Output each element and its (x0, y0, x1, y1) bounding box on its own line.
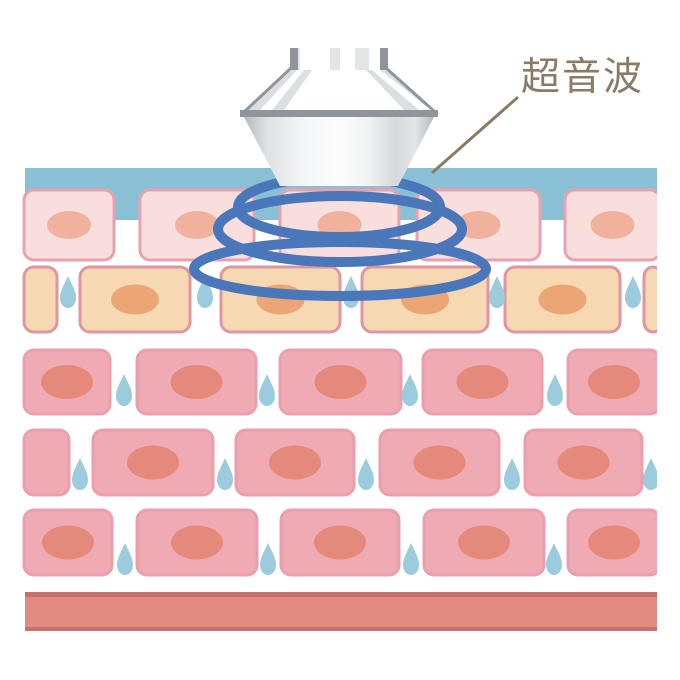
cell-nucleus (314, 365, 367, 399)
moisture-droplet (546, 543, 562, 575)
ultrasound-label: 超音波 (521, 56, 645, 99)
epidermis-row-2-cell (642, 265, 657, 334)
cell-nucleus (127, 445, 179, 480)
probe-neck-highlight (340, 48, 355, 70)
moisture-droplet (504, 458, 520, 490)
cell-nucleus (42, 525, 94, 560)
moisture-droplet (403, 543, 419, 575)
cell-nucleus (111, 284, 159, 315)
cell-nucleus (175, 211, 219, 239)
skin-layers (22, 168, 657, 631)
probe-neck-highlight (369, 48, 382, 70)
cell-nucleus (269, 445, 321, 480)
probe-body (244, 117, 434, 186)
probe-neck-highlight (300, 48, 330, 70)
cell-nucleus (456, 211, 501, 239)
probe-head-highlight (284, 70, 404, 110)
cell-nucleus (538, 284, 587, 315)
cell-nucleus (557, 445, 610, 480)
probe-neck-edge (290, 48, 298, 70)
cell-nucleus (458, 525, 510, 560)
cell-nucleus (588, 525, 640, 560)
moisture-droplet (547, 374, 563, 406)
moisture-droplet (358, 458, 374, 490)
probe-head-highlight (260, 70, 304, 110)
epidermis-row-2-cell (22, 265, 59, 334)
moisture-droplet (643, 458, 657, 490)
probe-neck-edge (380, 48, 388, 70)
moisture-droplet (402, 374, 418, 406)
cell-nucleus (590, 211, 635, 239)
probe-head-rim (240, 110, 438, 117)
cell-nucleus (314, 525, 366, 560)
label-pointer-line (431, 96, 519, 174)
moisture-droplet (217, 458, 233, 490)
cell-nucleus (170, 365, 223, 399)
moisture-droplet (60, 276, 76, 308)
cell-nucleus (41, 365, 93, 399)
moisture-droplet (197, 276, 213, 308)
ultrasound-wave-ring (189, 237, 491, 301)
probe-head-highlight (372, 70, 431, 110)
moisture-droplet (72, 458, 88, 490)
cell-nucleus (47, 211, 91, 239)
ultrasound-probe (240, 48, 439, 186)
moisture-droplet (625, 276, 641, 308)
ultrasound-wave-ring (213, 191, 467, 267)
moisture-droplet (260, 543, 276, 575)
moisture-droplet (117, 543, 133, 575)
moisture-droplet (489, 276, 505, 308)
cell-nucleus (588, 365, 640, 399)
cell-nucleus (456, 365, 509, 399)
dermis-row-2-cell (22, 428, 71, 497)
moisture-droplet (259, 374, 275, 406)
basal-layer-bar (25, 597, 657, 627)
moisture-droplet (116, 374, 132, 406)
cell-nucleus (413, 445, 466, 480)
cell-nucleus (171, 525, 223, 560)
